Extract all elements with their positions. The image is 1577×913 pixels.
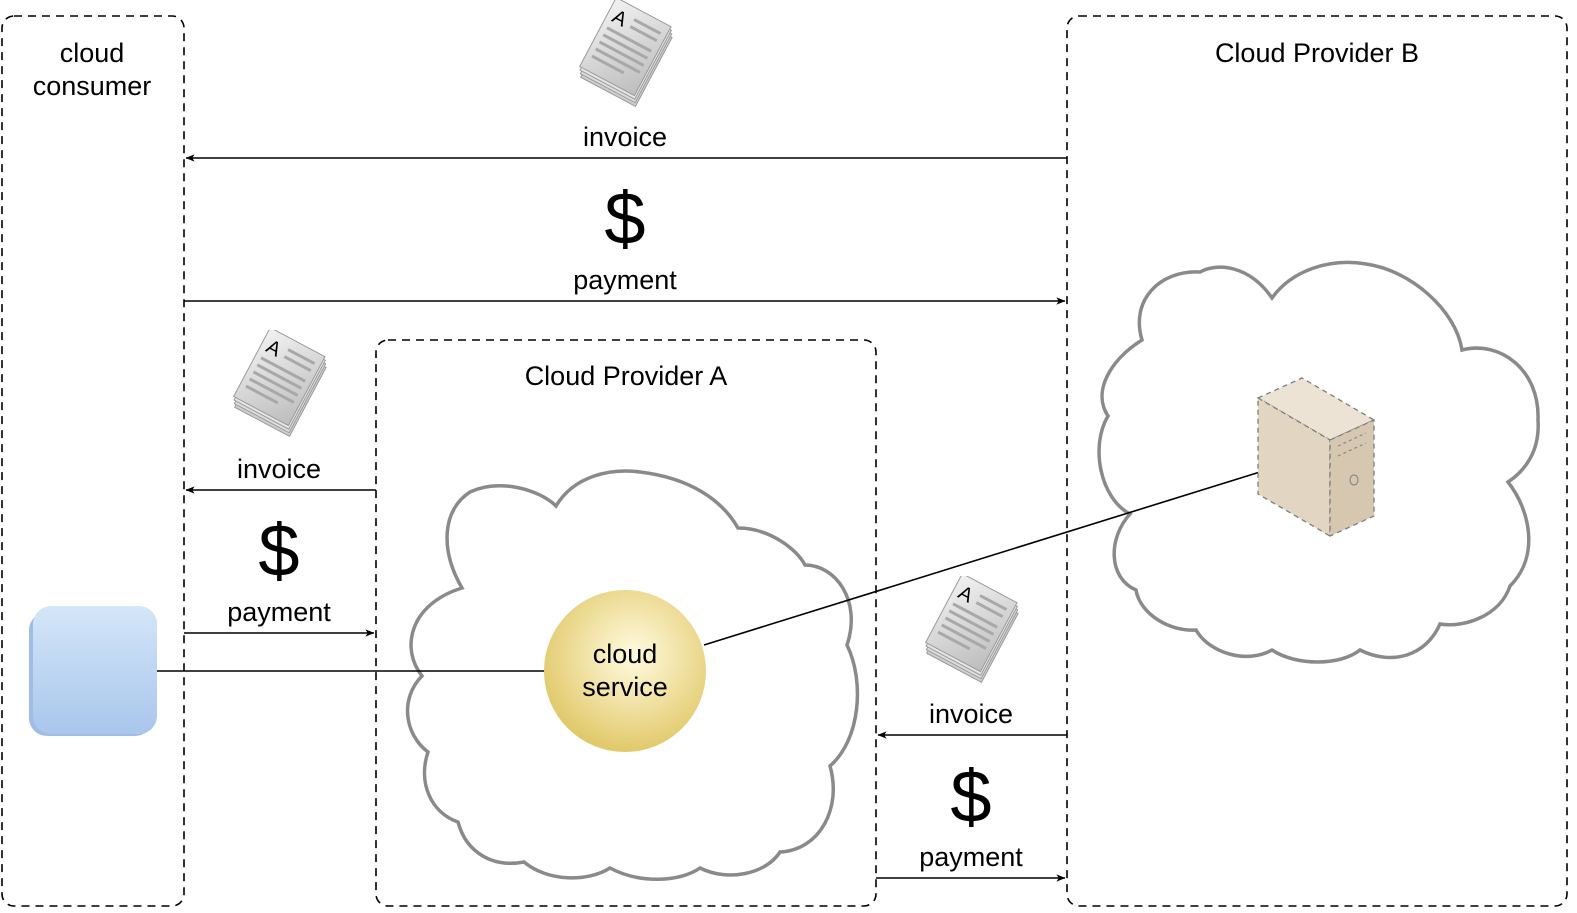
cloud-provider-b-boundary [1066,15,1568,907]
cloud-provider-a-boundary [375,339,877,907]
dollar-icon: $ [258,509,299,592]
flow-b-to-a: invoice $ payment [876,576,1067,882]
service-to-server-line [703,461,1293,646]
cloud-consumer-title-line1: cloud [60,38,125,68]
cloud-provider-a-title: Cloud Provider A [525,361,728,391]
cloud-service[interactable]: cloud service [544,590,706,752]
invoice-document-icon [227,330,332,438]
physical-server-icon [1256,377,1376,538]
payment-label: payment [227,597,331,627]
invoice-document-icon [919,576,1024,684]
cloud-provider-b-title: Cloud Provider B [1215,38,1419,68]
cloud-service-label-line1: cloud [593,639,658,669]
cloud-consumer-title-line2: consumer [33,71,152,101]
payment-label: payment [573,265,677,295]
invoice-label: invoice [237,454,321,484]
flow-a-to-consumer: invoice $ payment [184,330,376,637]
cloud-service-label-line2: service [582,672,668,702]
invoice-label: invoice [583,122,667,152]
dollar-icon: $ [604,177,645,260]
invoice-document-icon [573,0,678,108]
cloud-consumer-boundary [1,15,185,907]
flow-b-to-consumer: invoice $ payment [184,0,1067,305]
cloud-consumer-icon [29,606,157,736]
invoice-label: invoice [929,699,1013,729]
payment-label: payment [919,842,1023,872]
dollar-icon: $ [950,755,991,838]
